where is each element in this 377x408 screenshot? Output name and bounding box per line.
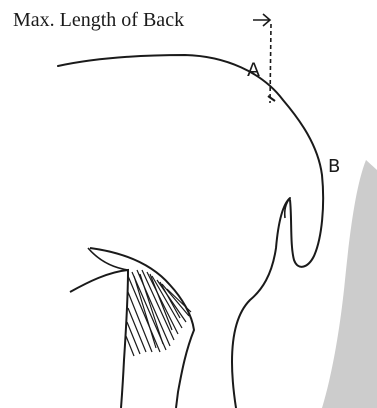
measure-dashed-line <box>270 24 271 103</box>
point-a-tick <box>268 96 275 101</box>
inner-contour <box>232 198 290 408</box>
point-b-label: B <box>328 158 340 176</box>
lower-shape-inner <box>70 270 128 408</box>
arrow-right-icon <box>252 13 272 27</box>
hatching <box>126 270 191 356</box>
max-length-label: Max. Length of Back <box>13 10 184 30</box>
back-outline <box>58 55 323 267</box>
point-a-label: A <box>247 61 260 80</box>
shadow-band <box>322 160 377 408</box>
